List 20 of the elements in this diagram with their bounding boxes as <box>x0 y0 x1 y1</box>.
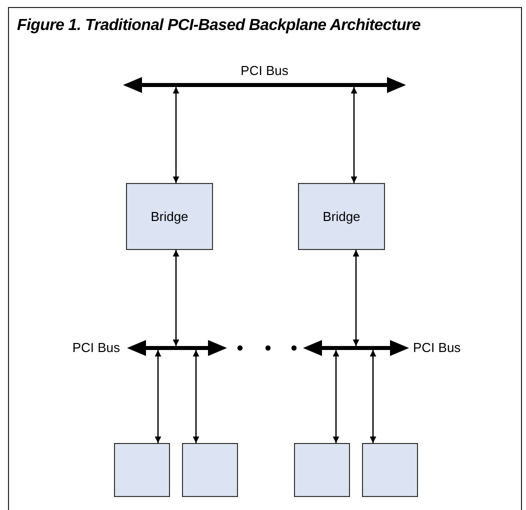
device-box <box>114 443 170 497</box>
bus-label: PCI Bus <box>72 340 120 356</box>
bidirectional-arrow <box>172 87 180 183</box>
bus-label: PCI Bus <box>240 63 290 79</box>
device-box <box>294 443 350 497</box>
bidirectional-arrow <box>370 350 376 443</box>
bridge-box <box>126 183 213 250</box>
figure-title: Figure 1. Traditional PCI-Based Backplane Architecture <box>17 17 420 35</box>
bidirectional-arrow <box>332 350 340 443</box>
bidirectional-arrow <box>350 87 358 183</box>
box-label: Bridge <box>322 209 360 224</box>
device-box <box>362 443 418 497</box>
box-label: Bridge <box>150 209 188 224</box>
bidirectional-arrow <box>192 350 200 443</box>
bus-label: PCI Bus <box>413 340 461 356</box>
bidirectional-arrow <box>172 250 180 346</box>
bidirectional-arrow <box>352 250 360 346</box>
bridge-box <box>298 183 385 250</box>
device-box <box>182 443 238 497</box>
bidirectional-arrow <box>154 350 162 443</box>
